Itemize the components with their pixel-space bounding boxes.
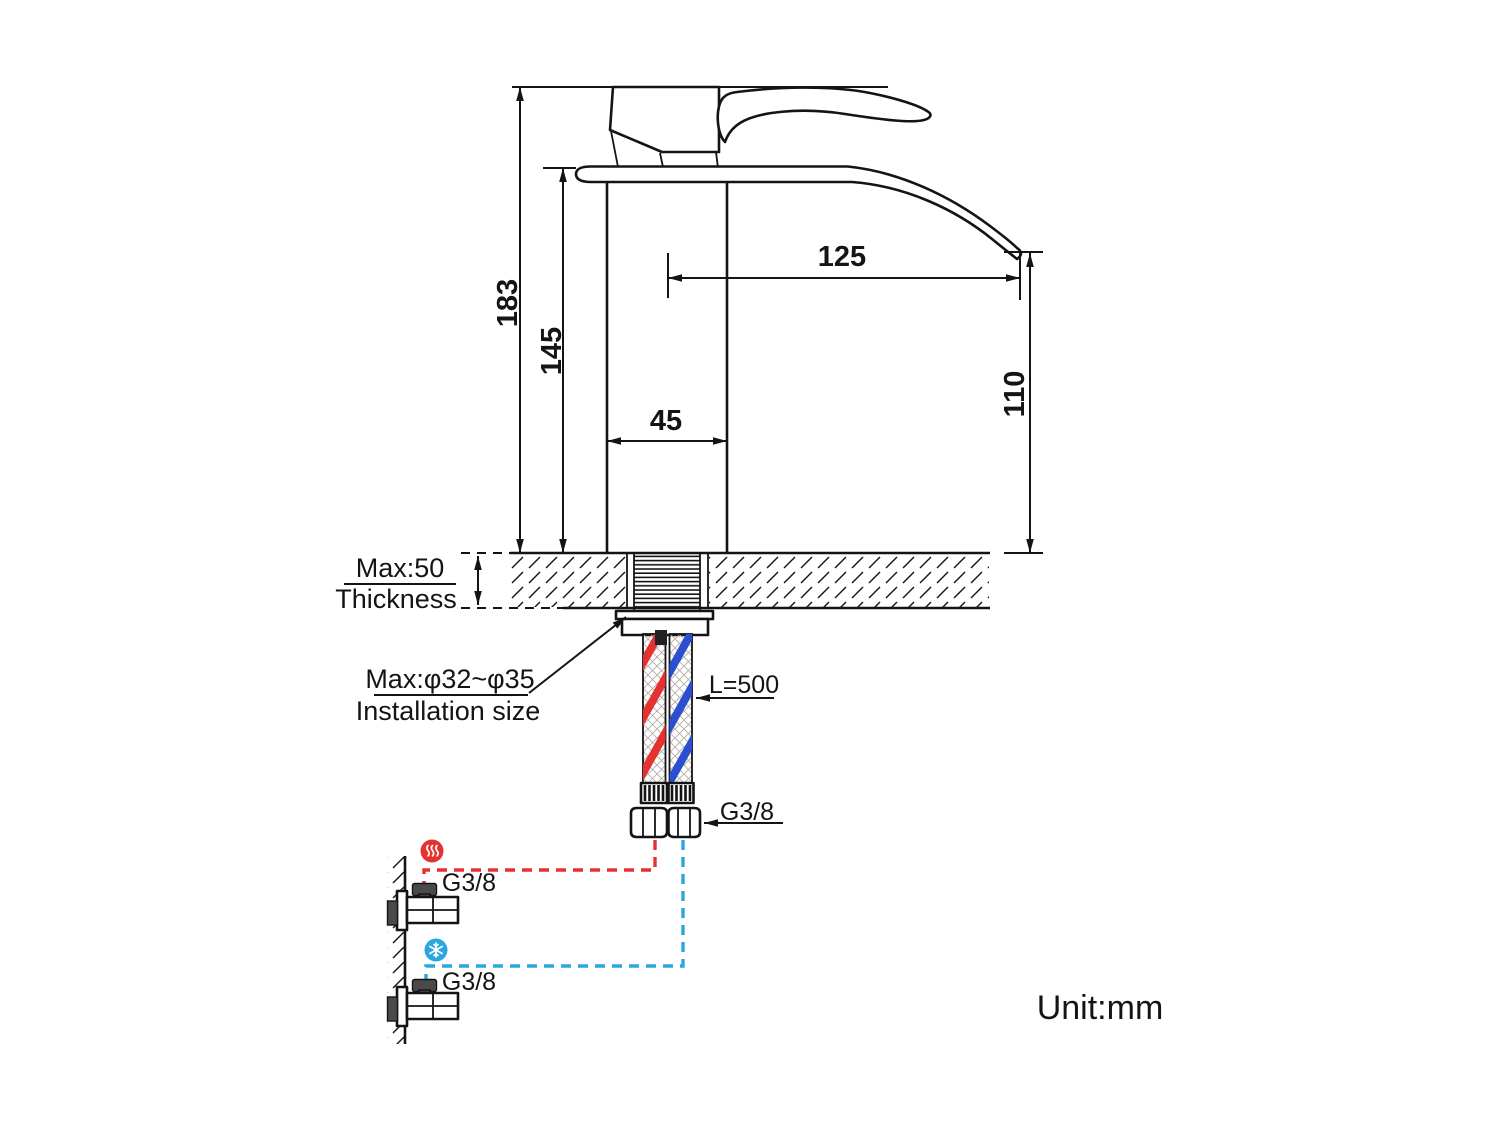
cold-hose-stripes [669, 634, 692, 783]
dimension-125: 125 [667, 241, 1021, 300]
faucet-cap [608, 85, 721, 154]
dimension-145: 145 [536, 167, 576, 553]
hot-valve-thread-text: G3/8 [442, 869, 496, 897]
countertop-hatch-right [709, 555, 989, 607]
countertop-hatch-left [511, 555, 626, 607]
hose-thread-text: G3/8 [720, 798, 774, 826]
cold-angle-valve [386, 978, 460, 1028]
mounting-hardware [614, 554, 715, 637]
dimension-183: 183 [492, 87, 524, 553]
dimension-110: 110 [999, 251, 1043, 554]
hot-supply-line [422, 840, 657, 886]
hose-core [655, 630, 667, 645]
faucet-outline [512, 85, 1023, 552]
installation-callout: Max:φ32~φ35 Installation size [356, 616, 627, 726]
cold-icon [424, 938, 448, 962]
faucet-spout [574, 165, 1023, 261]
dimension-45: 45 [607, 405, 727, 445]
hex-nuts [629, 806, 702, 839]
cold-valve-thread-text: G3/8 [442, 968, 496, 996]
faucet-handle [716, 86, 932, 144]
dim-body-width-text: 45 [650, 405, 682, 437]
dim-spout-reach-text: 125 [818, 241, 866, 273]
faucet-body [605, 182, 729, 552]
installation-leader [528, 616, 627, 694]
max-thickness-text: Max:50 [356, 553, 445, 583]
hose-length-text: L=500 [709, 671, 779, 699]
cold-supply-line [424, 840, 685, 980]
threaded-shank [634, 554, 700, 612]
unit-note-text: Unit:mm [1037, 989, 1164, 1027]
dim-outlet-height-text: 110 [999, 371, 1031, 418]
hot-angle-valve [386, 882, 460, 932]
hose-thread-callout: G3/8 [704, 798, 783, 827]
hot-icon [420, 839, 444, 863]
dim-body-height-text: 145 [536, 327, 568, 375]
thickness-label-text: Thickness [335, 584, 457, 614]
supply-hoses [629, 630, 702, 839]
installation-size-text: Max:φ32~φ35 [365, 664, 534, 694]
countertop: Max:50 Thickness [335, 551, 990, 614]
hose-length-callout: L=500 [696, 671, 779, 702]
dim-total-height-text: 183 [492, 279, 524, 327]
hose-collars [639, 781, 695, 805]
installation-label-text: Installation size [356, 696, 541, 726]
